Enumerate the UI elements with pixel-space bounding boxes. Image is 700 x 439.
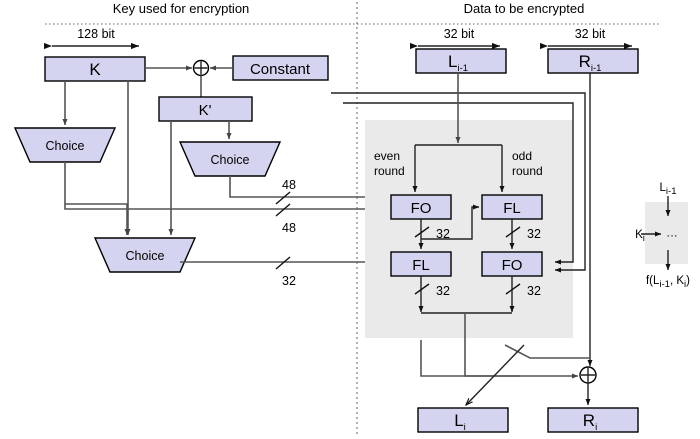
round-block-background xyxy=(365,120,573,338)
constant-box xyxy=(232,55,329,81)
key-box-label: K xyxy=(89,60,101,79)
slash-fl-out-right xyxy=(505,226,521,238)
output-left-box xyxy=(417,407,509,433)
bus-label-fo-out-left: 32 xyxy=(436,227,450,241)
choice-left-label: Choice xyxy=(46,139,85,153)
bus-slash-48-lower xyxy=(275,203,291,217)
input-left-label: Li-1 xyxy=(448,52,468,74)
legend-body-glyph: ··· xyxy=(666,230,678,242)
slash-fl-out-left xyxy=(414,283,430,295)
left-section-title: Key used for encryption xyxy=(113,1,250,16)
fo-bottom-right-box xyxy=(481,251,543,277)
legend-input-label: Li-1 xyxy=(660,182,677,197)
output-right-label: Ri xyxy=(583,411,597,433)
kprime-box-label: K' xyxy=(199,102,212,119)
slash-fo-out-left xyxy=(414,226,430,238)
bus-label-fo-out-right: 32 xyxy=(527,284,541,298)
data-xor-glyph xyxy=(581,368,595,382)
fl-bottom-left-label: FL xyxy=(412,257,430,274)
even-round-label-line1: even xyxy=(374,149,400,163)
key-xor-glyph xyxy=(194,61,208,75)
choice-bottom xyxy=(93,237,197,273)
slash-fo-out-right xyxy=(505,283,521,295)
input-right-label: Ri-1 xyxy=(579,52,602,74)
bus-slash-48-upper xyxy=(275,191,291,205)
legend-output-label: f(Li-1, Ki) xyxy=(646,275,690,290)
output-right-box xyxy=(547,407,639,433)
right-section-title: Data to be encrypted xyxy=(464,1,585,16)
bus-label-32-key: 32 xyxy=(282,274,296,288)
bus-label-fl-out-right: 32 xyxy=(527,227,541,241)
wire-choice-left-to-choice-bottom xyxy=(64,162,130,236)
choice-mid xyxy=(178,141,282,177)
input-right-box xyxy=(547,48,639,74)
constant-box-label: Constant xyxy=(250,61,311,78)
right-half-dimension-label: 32 bit xyxy=(575,27,606,41)
bus-label-fl-out-left: 32 xyxy=(436,284,450,298)
fo-bottom-right-label: FO xyxy=(502,257,523,274)
output-left-label: Li xyxy=(454,411,466,433)
wire-cross-upper xyxy=(504,344,590,359)
choice-bottom-label: Choice xyxy=(126,249,165,263)
legend-key-label: Ki xyxy=(635,229,645,244)
kprime-box xyxy=(158,96,253,122)
bus-label-48-upper: 48 xyxy=(282,178,296,192)
wire-cross-to-output-left xyxy=(466,344,525,405)
wire-fo-branch-to-fl-right xyxy=(421,204,480,240)
key-box xyxy=(44,56,146,82)
choice-mid-label: Choice xyxy=(211,153,250,167)
bus-label-48-lower: 48 xyxy=(282,221,296,235)
bus-slash-32-key xyxy=(275,256,291,270)
wire-cross-lower-stub xyxy=(420,340,520,377)
key-width-label: 128 bit xyxy=(77,27,115,41)
fo-top-left-label: FO xyxy=(411,200,432,217)
fo-top-left-box xyxy=(390,194,452,220)
odd-round-label-line2: round xyxy=(512,164,543,178)
left-half-dimension-label: 32 bit xyxy=(444,27,475,41)
fl-top-right-label: FL xyxy=(503,200,521,217)
input-left-box xyxy=(415,48,507,74)
odd-round-label-line1: odd xyxy=(512,149,532,163)
fl-bottom-left-box xyxy=(390,251,452,277)
fl-top-right-box xyxy=(481,194,543,220)
wire-choice-mid-to-fo-bus48-upper xyxy=(229,176,389,200)
wire-choice-to-fo-bus48-lower xyxy=(64,204,389,212)
even-round-label-line2: round xyxy=(374,164,405,178)
choice-left xyxy=(13,127,117,163)
